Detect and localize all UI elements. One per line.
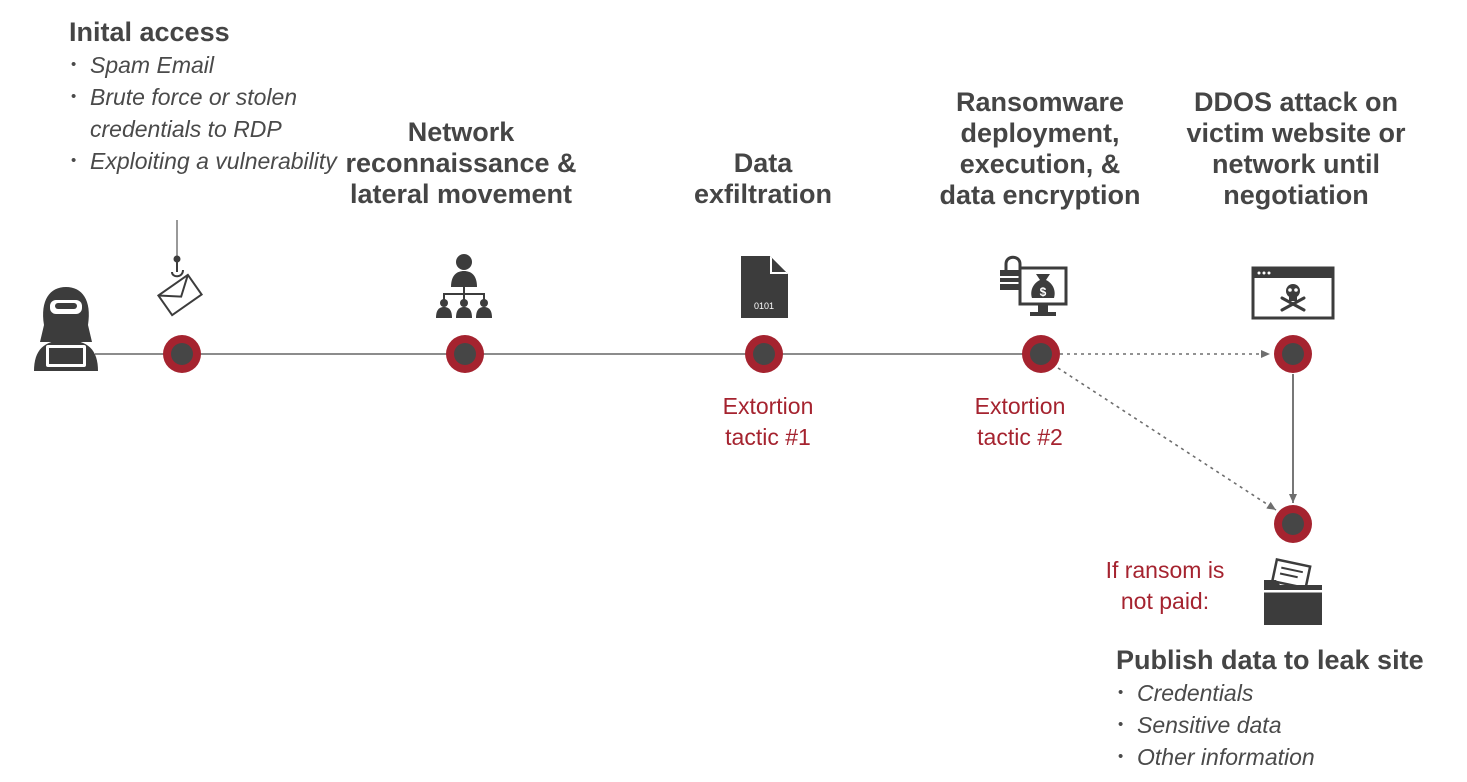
ransomware-lock-monitor-icon: $ [1000, 255, 1068, 316]
node-ddos [1274, 335, 1312, 373]
phishing-envelope-icon [156, 255, 204, 317]
list-item: Spam Email [69, 49, 339, 81]
svg-text:$: $ [1040, 285, 1047, 299]
network-stage-title: Network reconnaissance & lateral movemen… [345, 117, 577, 209]
list-item: Other information [1116, 741, 1416, 773]
hacker-icon [34, 287, 98, 371]
node-exfiltration [745, 335, 783, 373]
publish-list: Credentials Sensitive data Other informa… [1116, 677, 1416, 773]
initial-access-title: Inital access [69, 17, 230, 47]
binary-file-icon: 0101 [741, 256, 788, 318]
ddos-skull-window-icon [1251, 266, 1335, 320]
list-item: Exploiting a vulnerability [69, 145, 339, 177]
exfiltration-stage-title: Data exfiltration [693, 148, 833, 209]
network-org-chart-icon [436, 254, 492, 318]
ddos-stage-title: DDOS attack on victim website or network… [1186, 87, 1406, 210]
node-publish [1274, 505, 1312, 543]
ransom-not-paid-label: If ransom is not paid: [1105, 557, 1225, 614]
extortion-tactic-2: Extortion tactic #2 [974, 393, 1066, 450]
initial-access-list: Spam Email Brute force or stolen credent… [69, 49, 339, 177]
list-item: Credentials [1116, 677, 1416, 709]
dotted-arrow-to-publish [1057, 367, 1277, 511]
folder-documents-icon [1264, 558, 1322, 625]
extortion-tactic-1: Extortion tactic #1 [722, 393, 814, 450]
ransomware-stage-title: Ransomware deployment, execution, & data… [939, 87, 1141, 210]
node-initial-access [163, 335, 201, 373]
node-network [446, 335, 484, 373]
node-ransomware [1022, 335, 1060, 373]
list-item: Sensitive data [1116, 709, 1416, 741]
publish-title: Publish data to leak site [1116, 645, 1424, 675]
list-item: Brute force or stolen credentials to RDP [69, 81, 339, 145]
file-binary-text: 0101 [754, 301, 774, 311]
